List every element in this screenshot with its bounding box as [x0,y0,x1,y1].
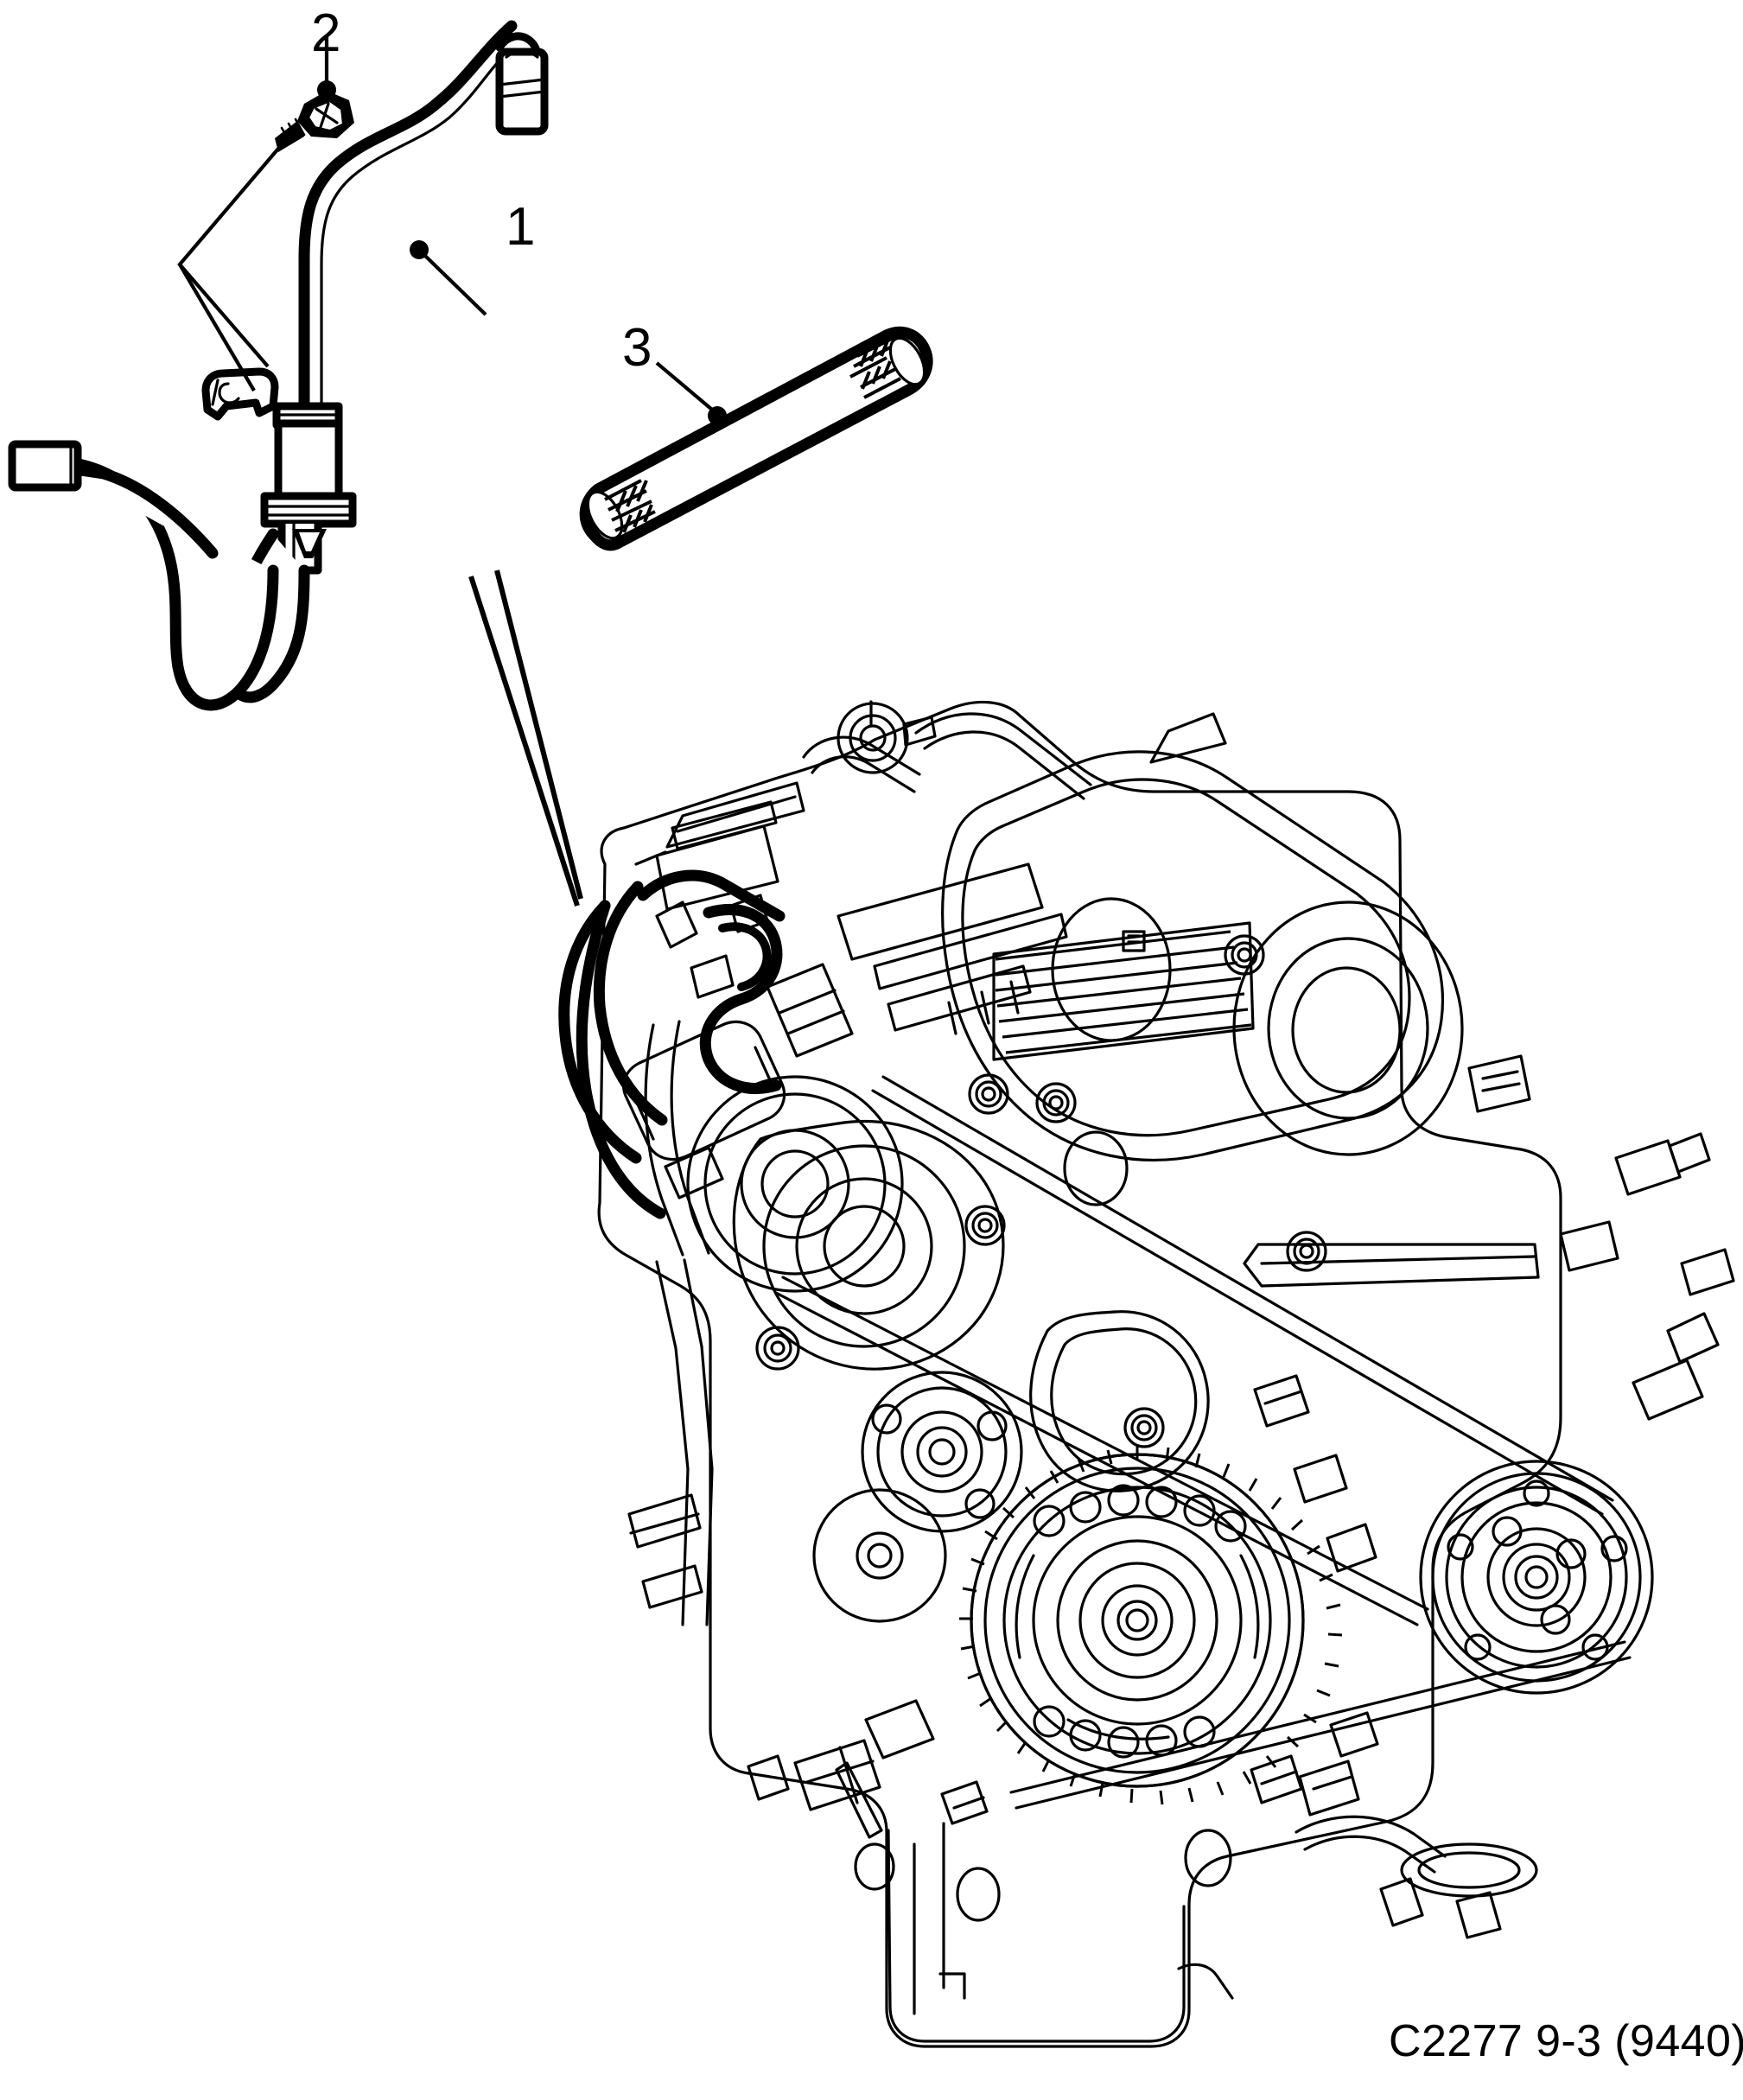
cover-bolt-bosses [964,934,1327,1272]
lower-vapor-hose [8,440,310,711]
tensioner-pulley [812,1371,1023,1623]
assembly-to-engine-leader [468,570,583,907]
callout-leader-lines [177,36,727,425]
misc-fasteners [940,1374,1379,1825]
callout-1-dot [410,240,429,259]
figure-caption: C2277 9-3 (9440) [1389,2016,1743,2066]
purge-hose-assembly-group [8,20,933,907]
camshaft-cover [941,750,1540,1288]
oil-pan [854,1822,1234,2043]
retaining-clip-bracket [201,367,279,421]
block-bolt-bosses [755,1073,1165,1448]
cover-ribs [995,930,1252,1054]
callout-label-1: 1 [506,197,536,257]
engine-mount-bracket [747,1699,935,1839]
vent-hose-section [579,326,933,551]
intake-manifold [655,700,1092,1035]
pulley-hole-ring [1033,1484,1247,1759]
accessory-drive-belt [774,1075,1632,1810]
engine-front-view [558,700,1735,2048]
callout-3-dot [708,406,727,425]
retaining-bolt [275,91,354,152]
ac-compressor-pulley [1419,1460,1654,1695]
lower-right-details [1295,1760,1538,1939]
hose-texture-left [604,479,659,543]
pulley-spokes [1015,1554,1260,1740]
quick-connect-fitting [495,32,549,136]
timing-cover [732,1119,1005,1371]
hose-texture-right [849,335,901,399]
callout-label-3: 3 [622,318,652,378]
crankshaft-pulley [959,1445,1343,1805]
wiring-and-hoses-left [627,900,881,1811]
callout-2-dot [317,80,336,99]
right-side-details [1467,1054,1735,1421]
purge-line-hose-assembly [298,20,549,490]
idler-pulley-upper [686,1075,904,1293]
reluctor-tooth-ring [970,1453,1305,1788]
top-bracket [634,712,1227,866]
installed-purge-valve [558,869,854,1219]
callout-label-2: 2 [311,3,341,63]
